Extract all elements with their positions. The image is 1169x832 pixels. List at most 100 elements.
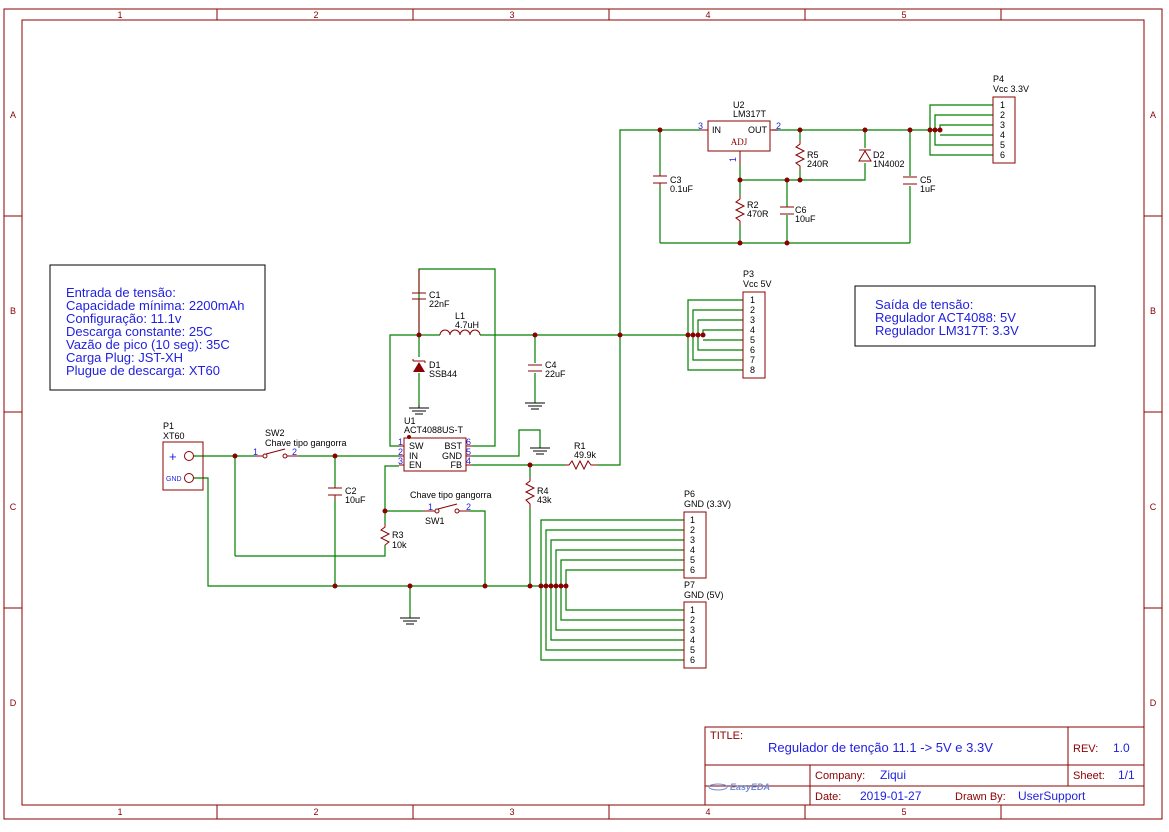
u1-pin-sw: SW (409, 441, 424, 451)
note-line: Descarga constante: 25C (66, 324, 213, 339)
inductor-l1[interactable]: L1 4.7uH (439, 311, 481, 336)
note-line: Saída de tensão: (875, 297, 973, 312)
p4-pin: 2 (1000, 110, 1005, 120)
r3-ref: R3 (392, 530, 404, 540)
resistor-r5[interactable]: R5 240R (794, 140, 829, 170)
capacitor-c6[interactable]: C6 10uF (780, 205, 816, 224)
c5-value: 1uF (920, 184, 936, 194)
ic-u2[interactable]: U2 LM317T IN OUT ADJ 3 2 1 (698, 100, 781, 165)
u1-value: ACT4088US-T (404, 425, 464, 435)
u2-pin-adj: ADJ (731, 137, 748, 147)
c2-ref: C2 (345, 486, 357, 496)
capacitor-c5[interactable]: C5 1uF (903, 175, 936, 194)
resistor-r1[interactable]: R1 49.9k (565, 441, 597, 471)
drawn-by-label: Drawn By: (955, 791, 1006, 803)
c4-ref: C4 (545, 360, 557, 370)
p1-gnd-label: GND (166, 476, 182, 483)
p3-ref: P3 (743, 269, 754, 279)
d2-ref: D2 (873, 150, 885, 160)
r5-ref: R5 (807, 150, 819, 160)
u2-ref: U2 (733, 100, 745, 110)
u1-pinnum: 1 (398, 437, 403, 447)
note-line: Regulador LM317T: 3.3V (875, 323, 1019, 338)
capacitor-c3[interactable]: C3 0.1uF (653, 174, 694, 194)
u1-pin-en: EN (409, 460, 422, 470)
c3-value: 0.1uF (670, 184, 694, 194)
p7-pin: 5 (690, 645, 695, 655)
u1-pin-in: IN (409, 451, 418, 461)
c5-ref: C5 (920, 175, 932, 185)
u2-pinnum: 2 (776, 121, 781, 131)
d1-value: SSB44 (429, 369, 457, 379)
u2-pin-out: OUT (748, 125, 768, 135)
r2-ref: R2 (747, 200, 759, 210)
grid-row-label: D (1150, 698, 1157, 708)
ground-symbols (400, 402, 550, 625)
c3-ref: C3 (670, 175, 682, 185)
sw2-value: Chave tipo gangorra (265, 438, 347, 448)
note-line: Carga Plug: JST-XH (66, 350, 183, 365)
p7-ref: P7 (684, 580, 695, 590)
grid-col-label: 1 (117, 807, 122, 817)
r1-ref: R1 (574, 441, 586, 451)
resistor-r2[interactable]: R2 470R (734, 195, 769, 225)
ground-icon (525, 402, 545, 410)
p3-pin: 3 (750, 315, 755, 325)
switch-sw1[interactable]: Chave tipo gangorra SW1 1 2 (410, 490, 492, 526)
p3-pin: 1 (750, 295, 755, 305)
p6-ref: P6 (684, 489, 695, 499)
r4-ref: R4 (537, 486, 549, 496)
r4-value: 43k (537, 495, 552, 505)
header-p7[interactable]: P7 GND (5V) 1 2 3 4 5 6 (683, 580, 724, 669)
u2-pinnum: 3 (698, 121, 703, 131)
date-label: Date: (815, 791, 841, 803)
u1-pin-bst: BST (444, 441, 462, 451)
capacitor-c1[interactable]: C1 22nF (412, 269, 450, 335)
capacitor-c4[interactable]: C4 22uF (528, 360, 566, 379)
resistor-r4[interactable]: R4 43k (524, 477, 552, 508)
rev-value: 1.0 (1113, 741, 1130, 755)
p4-pin: 3 (1000, 120, 1005, 130)
header-p4[interactable]: P4 Vcc 3.3V 1 2 3 4 5 6 (992, 74, 1029, 164)
output-note-box: Saída de tensão: Regulador ACT4088: 5V R… (854, 285, 1096, 347)
u1-pin-gnd: GND (442, 451, 463, 461)
note-line: Entrada de tensão: (66, 285, 176, 300)
p4-pin: 1 (1000, 100, 1005, 110)
diode-d1[interactable]: D1 SSB44 (412, 359, 457, 379)
p7-pin: 1 (690, 605, 695, 615)
ground-icon (409, 405, 429, 415)
p4-ref: P4 (993, 74, 1004, 84)
grid-col-label: 2 (313, 807, 318, 817)
connector-p1[interactable]: P1 XT60 + GND (162, 421, 204, 491)
ground-icon (400, 617, 420, 625)
resistor-r3[interactable]: R3 10k (379, 524, 407, 550)
p6-pin: 1 (690, 515, 695, 525)
p4-pin: 4 (1000, 130, 1005, 140)
u1-pinnum: 3 (398, 456, 403, 466)
p4-value: Vcc 3.3V (993, 84, 1029, 94)
company-value: Ziqui (880, 768, 906, 782)
capacitor-c2[interactable]: C2 10uF (328, 486, 366, 505)
grid-row-label: A (10, 110, 16, 120)
grid-col-label: 5 (901, 10, 906, 20)
p3-value: Vcc 5V (743, 279, 772, 289)
sheet-frame (3, 8, 1163, 820)
u1-pin-fb: FB (450, 460, 462, 470)
p1-plus-label: + (169, 449, 177, 464)
p7-pin: 3 (690, 625, 695, 635)
header-p3[interactable]: P3 Vcc 5V 1 2 3 4 5 6 7 8 (742, 269, 772, 379)
r1-value: 49.9k (574, 450, 597, 460)
p7-pin: 2 (690, 615, 695, 625)
u1-pinnum: 4 (466, 456, 471, 466)
ic-u1[interactable]: U1 ACT4088US-T SW IN EN BST GND FB 1 2 3… (398, 416, 472, 472)
diode-d2[interactable]: D2 1N4002 (858, 149, 905, 169)
grid-col-label: 3 (509, 807, 514, 817)
r3-value: 10k (392, 540, 407, 550)
drawn-by-value: UserSupport (1018, 789, 1086, 803)
switch-sw2[interactable]: SW2 Chave tipo gangorra 1 2 (253, 428, 347, 459)
header-p6[interactable]: P6 GND (3.3V) 1 2 3 4 5 6 (683, 489, 731, 579)
logo-text: EasyEDA (730, 782, 770, 792)
c2-value: 10uF (345, 495, 366, 505)
c4-value: 22uF (545, 369, 566, 379)
